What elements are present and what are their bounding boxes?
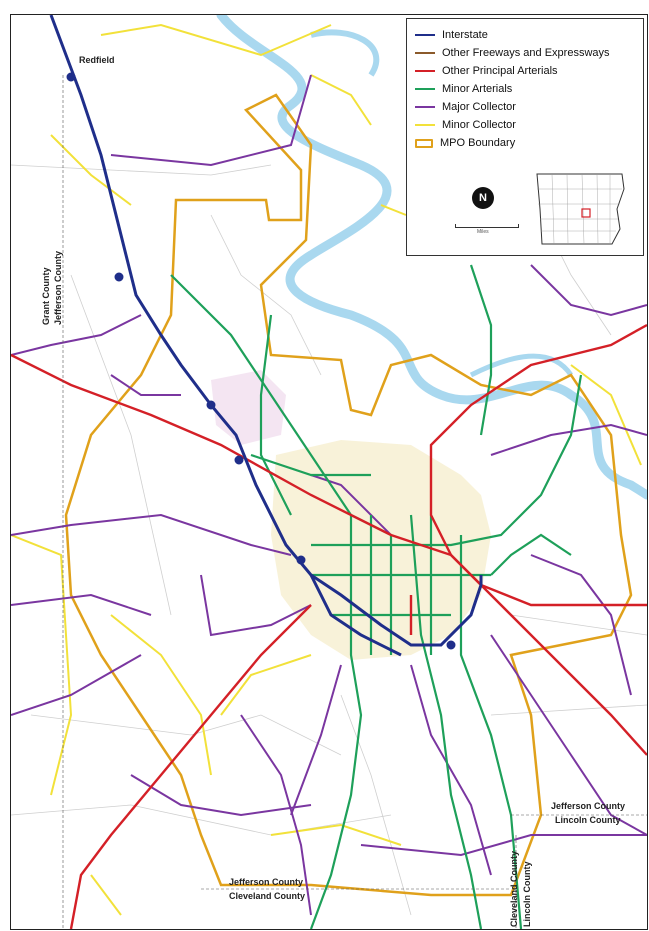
county-boundaries <box>62 75 647 929</box>
north-arrow-icon: N <box>472 187 494 209</box>
legend-label: Interstate <box>442 29 488 41</box>
box-swatch-icon <box>415 138 433 148</box>
river-oxbow <box>310 29 380 77</box>
legend: Interstate Other Freeways and Expressway… <box>406 18 644 256</box>
legend-label: MPO Boundary <box>440 137 516 149</box>
river <box>216 15 647 500</box>
legend-label: Minor Collector <box>442 119 516 131</box>
legend-item-principal: Other Principal Arterials <box>415 63 558 79</box>
legend-item-minor-arterials: Minor Arterials <box>415 81 512 97</box>
major-collectors <box>11 74 647 916</box>
county-label-cleveland-south: Cleveland County <box>229 891 306 901</box>
legend-label: Major Collector <box>442 101 516 113</box>
river-oxbow-2 <box>469 353 574 378</box>
mpo-boundary <box>64 93 633 897</box>
line-swatch-icon <box>415 106 435 108</box>
county-label-jefferson-se: Jefferson County <box>551 801 626 811</box>
county-label-cleveland-east: Cleveland County <box>509 850 519 927</box>
line-swatch-icon <box>415 52 435 54</box>
minor-arterials <box>170 264 583 929</box>
principal-arterials <box>11 323 647 929</box>
legend-item-interstate: Interstate <box>415 27 488 43</box>
line-swatch-icon <box>415 34 435 36</box>
county-label-jefferson-south: Jefferson County <box>229 877 304 887</box>
minor-collectors <box>11 23 642 916</box>
place-label-redfield: Redfield <box>79 55 115 65</box>
legend-item-mpo: MPO Boundary <box>415 135 515 151</box>
line-swatch-icon <box>415 88 435 90</box>
interstates <box>49 15 483 657</box>
county-label-grant: Grant County <box>41 267 51 326</box>
county-label-lincoln-se: Lincoln County <box>555 815 621 825</box>
county-label-lincoln-east: Lincoln County <box>522 861 532 928</box>
arkansas-inset-map <box>536 173 625 245</box>
legend-item-minor-collector: Minor Collector <box>415 117 516 133</box>
map-frame: Redfield Grant County Jefferson County J… <box>10 14 648 930</box>
scale-label: Miles <box>477 229 489 235</box>
legend-item-freeways: Other Freeways and Expressways <box>415 45 610 61</box>
line-swatch-icon <box>415 70 435 72</box>
road-map <box>11 15 647 929</box>
legend-label: Other Principal Arterials <box>442 65 558 77</box>
legend-label: Minor Arterials <box>442 83 513 95</box>
urban-area-nw <box>211 370 286 445</box>
county-label-jefferson-west: Jefferson County <box>53 250 63 325</box>
local-roads <box>11 164 647 916</box>
scale-bar <box>455 224 519 228</box>
legend-item-major-collector: Major Collector <box>415 99 516 115</box>
legend-label: Other Freeways and Expressways <box>442 47 610 59</box>
line-swatch-icon <box>415 124 435 126</box>
